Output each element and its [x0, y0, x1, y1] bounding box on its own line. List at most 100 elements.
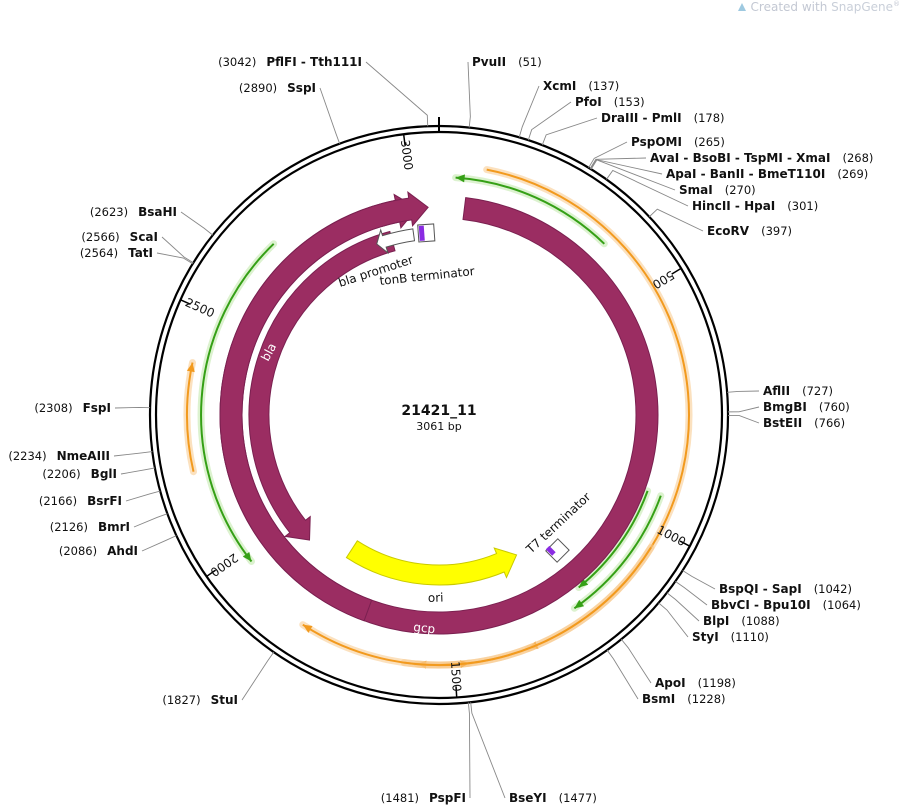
site-position: (2566)	[81, 230, 119, 244]
site-position: (2086)	[59, 544, 97, 558]
site-name: PflFI - Tth111I	[266, 55, 362, 69]
site-position: (1198)	[698, 676, 736, 690]
site-position: (153)	[614, 95, 645, 109]
site-name: BsmI	[642, 692, 675, 706]
site-ahdi[interactable]: AhdI(2086)	[59, 544, 138, 558]
site-leader-line	[527, 101, 572, 141]
site-pfoi[interactable]: PfoI(153)	[575, 95, 645, 109]
site-leader-line	[682, 570, 716, 590]
site-pvuii[interactable]: PvuII(51)	[472, 55, 542, 69]
site-position: (2308)	[34, 401, 72, 415]
snapgene-logo-icon	[737, 3, 746, 11]
tonb-terminator-mark	[418, 225, 425, 241]
site-pflfi[interactable]: PflFI - Tth111I(3042)	[218, 55, 362, 69]
site-nmeaiii[interactable]: NmeAIII(2234)	[8, 449, 110, 463]
site-pspfi[interactable]: PspFI(1481)	[381, 791, 466, 805]
site-bsmi[interactable]: BsmI(1228)	[642, 692, 726, 706]
site-leader-line	[241, 651, 275, 701]
feature-layer	[219, 191, 659, 635]
site-name: BsrFI	[87, 494, 122, 508]
orf-orange-4-head	[302, 624, 313, 633]
site-position: (51)	[518, 55, 542, 69]
site-stui[interactable]: StuI(1827)	[162, 693, 238, 707]
site-leader-line	[648, 208, 704, 232]
site-name: BlpI	[703, 614, 729, 628]
site-apai[interactable]: ApaI - BanII - BmeT110I(269)	[666, 167, 868, 181]
site-leader-line	[727, 414, 760, 424]
site-apoi[interactable]: ApoI (1198)	[655, 676, 736, 690]
site-leader-line	[666, 592, 700, 622]
ori-arrow	[345, 540, 518, 586]
site-leader-line	[727, 406, 760, 413]
site-position: (270)	[725, 183, 756, 197]
site-smai[interactable]: SmaI(270)	[679, 183, 756, 197]
site-styi[interactable]: StyI(1110)	[692, 630, 769, 644]
site-position: (1064)	[823, 598, 861, 612]
tick-label: 3000	[398, 139, 416, 171]
site-bmgbi[interactable]: BmgBI(760)	[763, 400, 850, 414]
site-position: (265)	[694, 135, 725, 149]
site-position: (727)	[802, 384, 833, 398]
site-bbvci[interactable]: BbvCI - Bpu10I (1064)	[711, 598, 861, 612]
site-leader-line	[606, 649, 639, 700]
site-blpi[interactable]: BlpI(1088)	[703, 614, 780, 628]
site-scai[interactable]: ScaI(2566)	[81, 230, 158, 244]
site-position: (397)	[761, 224, 792, 238]
site-sspi[interactable]: SspI(2890)	[239, 81, 316, 95]
site-name: BmrI	[98, 520, 130, 534]
site-name: BseYI	[509, 791, 547, 805]
site-bsahi[interactable]: BsaHI(2623)	[90, 205, 177, 219]
tick-mark	[402, 134, 406, 146]
site-leader-line	[727, 390, 760, 393]
orf-orange-4	[302, 546, 652, 667]
site-name: BbvCI - Bpu10I	[711, 598, 811, 612]
site-leader-line	[467, 61, 471, 128]
site-bsrfi[interactable]: BsrFI(2166)	[39, 494, 122, 508]
site-position: (766)	[814, 416, 845, 430]
site-name: SspI	[287, 81, 316, 95]
site-bgli[interactable]: BglI(2206)	[42, 467, 117, 481]
site-pspomi[interactable]: PspOMI(265)	[631, 135, 725, 149]
site-bmri[interactable]: BmrI(2126)	[50, 520, 130, 534]
tick-mark	[206, 569, 217, 578]
site-avai[interactable]: AvaI - BsoBI - TspMI - XmaI(268)	[650, 151, 873, 165]
site-leader-line	[675, 580, 708, 606]
site-position: (2564)	[80, 246, 118, 260]
tick-label: 1500	[448, 661, 464, 692]
site-position: (1042)	[814, 582, 852, 596]
site-leader-line	[114, 407, 151, 409]
site-bseyi[interactable]: BseYI(1477)	[509, 791, 597, 805]
site-leader-line	[365, 61, 429, 127]
site-position: (268)	[842, 151, 873, 165]
site-fspi[interactable]: FspI(2308)	[34, 401, 111, 415]
site-ecorv[interactable]: EcoRV(397)	[707, 224, 792, 238]
site-leader-line	[319, 87, 341, 144]
site-leader-line	[180, 211, 214, 236]
site-leader-line	[606, 169, 689, 207]
site-bspqi[interactable]: BspQI - SapI (1042)	[719, 582, 852, 596]
site-name: BspQI - SapI	[719, 582, 802, 596]
site-leader-line	[590, 159, 663, 175]
site-position: (1481)	[381, 791, 419, 805]
orf-orange-left-head	[186, 362, 195, 373]
orf-green-top	[455, 176, 605, 245]
site-leader-line	[590, 159, 676, 191]
gcp-arrow-2	[219, 191, 429, 622]
site-name: ApaI - BanII - BmeT110I	[666, 167, 825, 181]
site-hincii[interactable]: HincII - HpaI(301)	[692, 199, 818, 213]
tick-mark	[671, 267, 682, 275]
site-xcmi[interactable]: XcmI(137)	[543, 79, 619, 93]
site-name: ApoI	[655, 676, 686, 690]
site-tati[interactable]: TatI(2564)	[80, 246, 153, 260]
site-leader-line	[658, 602, 689, 638]
site-bsteii[interactable]: BstEII(766)	[763, 416, 845, 430]
site-name: StuI	[211, 693, 238, 707]
site-aflii[interactable]: AflII(727)	[763, 384, 833, 398]
site-leader-line	[467, 702, 471, 799]
site-draiii[interactable]: DraIII - PmlI(178)	[601, 111, 725, 125]
site-name: BsaHI	[138, 205, 177, 219]
orf-green-left	[200, 243, 275, 563]
orf-green-right-head	[574, 599, 585, 609]
site-leader-line	[588, 141, 628, 168]
orf-layer	[183, 166, 693, 669]
